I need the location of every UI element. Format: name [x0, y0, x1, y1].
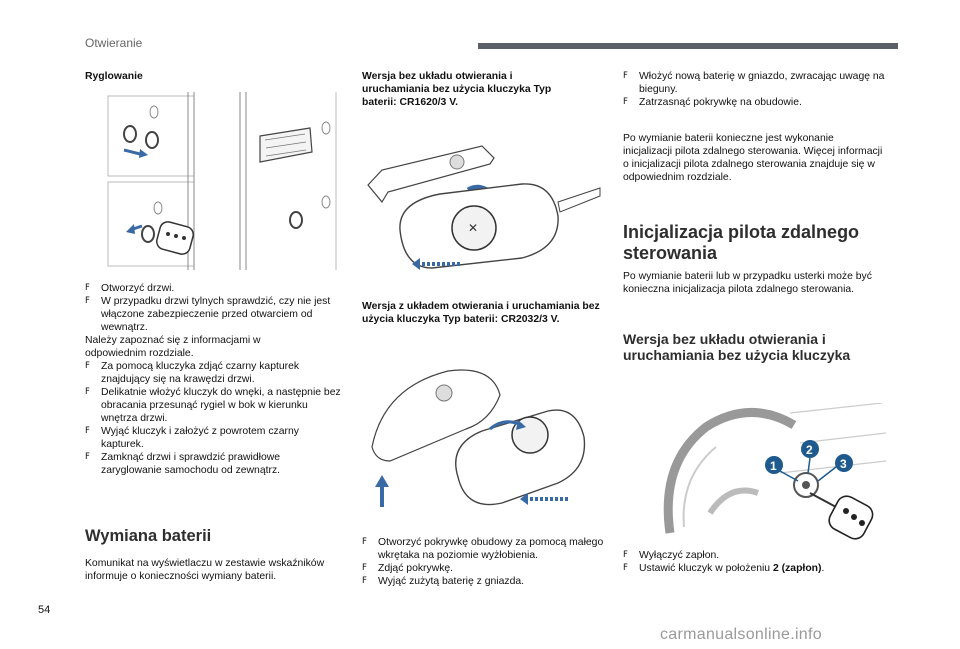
section-title: Otwieranie — [85, 36, 143, 50]
svg-text:✕: ✕ — [468, 221, 478, 235]
watermark: carmanualsonline.info — [660, 626, 822, 643]
callout-3: 3 — [840, 457, 847, 471]
callout-2: 2 — [806, 443, 813, 457]
col1-paragraph: Komunikat na wyświetlaczu w zestawie wsk… — [85, 558, 325, 582]
key-battery-illustration: ✕ — [367, 145, 601, 270]
col2-block1: Wersja bez układu otwierania i uruchamia… — [362, 71, 552, 108]
ignition-key-illustration: 1 2 3 — [663, 403, 887, 540]
col3-paragraph: Po wymianie baterii konieczne jest wykon… — [623, 133, 883, 183]
heading-remote-init: Inicjalizacja pilota zdalnego sterowania — [623, 222, 860, 263]
col3-paragraph-2: Po wymianie baterii lub w przypadku uste… — [623, 271, 872, 295]
header-bar — [478, 43, 898, 49]
subheading-version: Wersja bez układu otwierania i uruchamia… — [623, 331, 851, 363]
door-lock-illustration — [107, 92, 337, 270]
col2-block2: Wersja z układem otwierania i uruchamian… — [362, 301, 600, 325]
column-1: Ryglowanie — [85, 70, 347, 83]
col1-note: Należy zapoznać się z informacjami w odp… — [85, 335, 261, 359]
page-number: 54 — [38, 604, 51, 616]
smart-key-battery-illustration — [371, 369, 586, 507]
heading-battery-replacement: Wymiana baterii — [85, 527, 212, 545]
callout-1: 1 — [770, 459, 777, 473]
col1-title: Ryglowanie — [85, 71, 143, 82]
